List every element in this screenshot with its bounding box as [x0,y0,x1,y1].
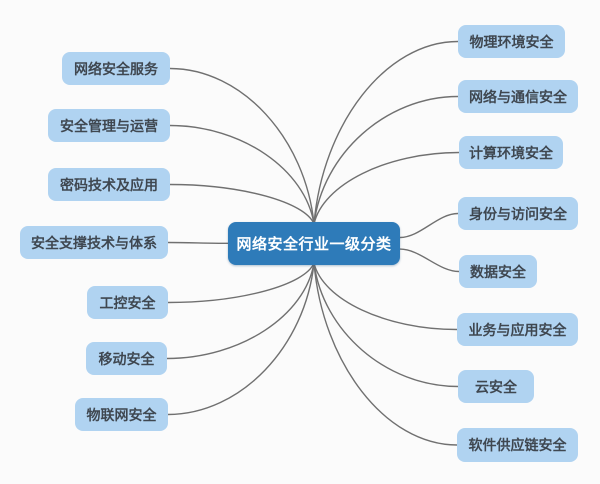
connector-line [169,124,315,225]
branch-node[interactable]: 安全支撑技术与体系 [20,226,168,259]
branch-label: 工控安全 [99,294,156,311]
connector-line [399,248,460,273]
root-node[interactable]: 网络安全行业一级分类 [228,222,400,265]
connector-line [313,262,459,388]
branch-label: 数据安全 [470,263,526,280]
connector-line [313,262,458,331]
branch-label: 安全支撑技术与体系 [31,234,157,251]
branch-label: 物联网安全 [86,406,157,423]
connector-line [399,212,459,239]
branch-label: 业务与应用安全 [468,321,567,338]
branch-label: 云安全 [475,378,517,395]
connector-line [167,262,315,416]
branch-node[interactable]: 安全管理与运营 [48,109,170,142]
branch-node[interactable]: 身份与访问安全 [458,197,578,230]
branch-label: 身份与访问安全 [469,205,567,222]
connector-line [169,67,315,225]
branch-label: 物理环境安全 [469,33,554,50]
branch-label: 安全管理与运营 [60,117,158,134]
branch-node[interactable]: 工控安全 [87,286,168,319]
branch-label: 软件供应链安全 [468,437,567,453]
connector-line [167,262,315,304]
connector-line [169,183,315,225]
branch-node[interactable]: 云安全 [458,370,534,403]
connector-line [313,40,459,225]
branch-node[interactable]: 移动安全 [86,342,167,375]
branch-label: 计算环境安全 [469,144,553,161]
branch-label: 移动安全 [98,350,155,367]
branch-label: 网络安全服务 [74,60,158,77]
branch-node[interactable]: 物理环境安全 [458,25,565,58]
branch-node[interactable]: 物联网安全 [75,398,168,431]
branch-label: 网络与通信安全 [469,88,567,105]
branch-node[interactable]: 网络与通信安全 [458,80,578,113]
branch-node[interactable]: 业务与应用安全 [457,313,578,346]
branch-node[interactable]: 数据安全 [459,255,537,288]
branch-node[interactable]: 密码技术及应用 [48,168,170,201]
connector-line [313,151,460,225]
branch-label: 密码技术及应用 [60,176,158,193]
connector-line [313,95,459,225]
branch-node[interactable]: 网络安全服务 [62,52,170,85]
branch-node[interactable]: 计算环境安全 [459,136,563,169]
connector-line [313,262,458,446]
root-label: 网络安全行业一级分类 [236,236,392,253]
connector-line [167,241,229,244]
connector-line [166,262,315,360]
branch-node[interactable]: 软件供应链安全 [457,428,578,462]
